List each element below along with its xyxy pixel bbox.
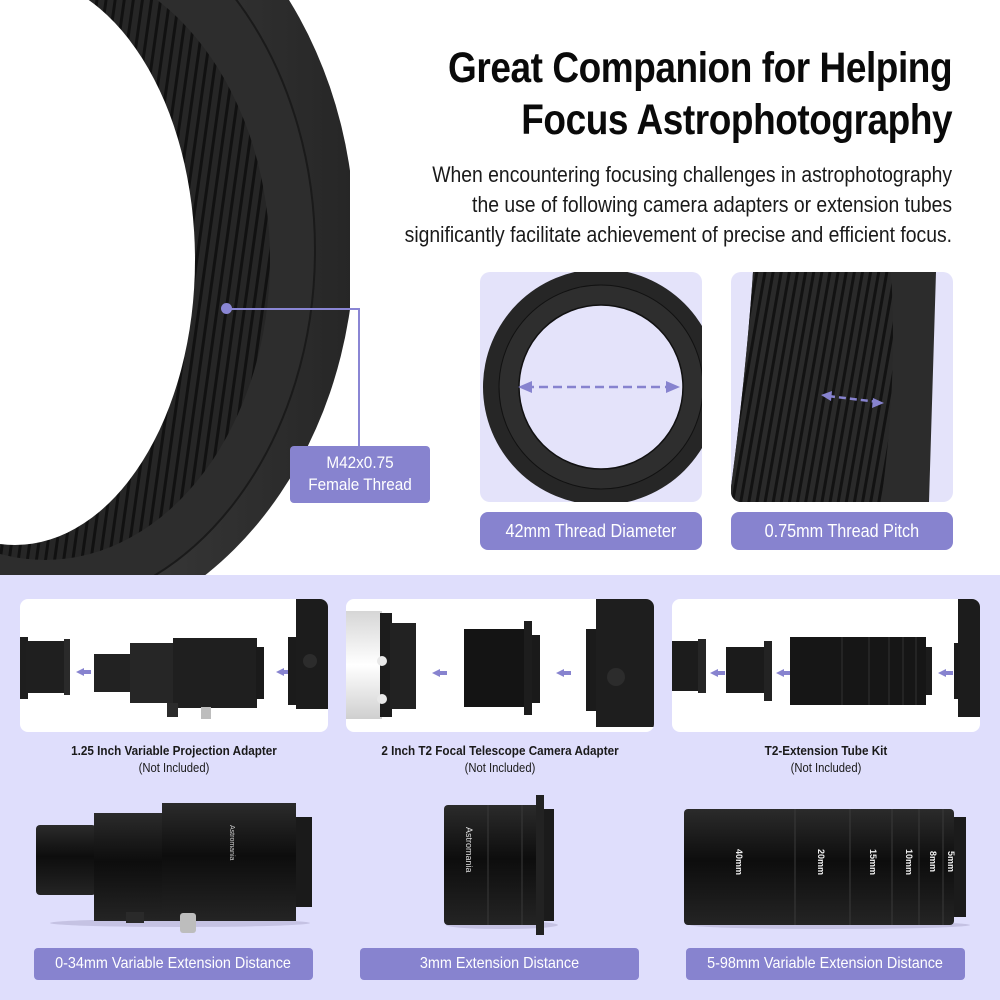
t2-adapter-spec: 3mm Extension Distance: [360, 948, 639, 980]
accessory-caption-2: 2 Inch T2 Focal Telescope Camera Adapter…: [381, 743, 619, 775]
intro-line-1: When encountering focusing challenges in…: [432, 162, 952, 187]
accessory-caption-3: T2-Extension Tube Kit (Not Included): [764, 743, 888, 775]
t2-adapter-product-image: Astromania: [444, 795, 558, 935]
svg-text:Astromania: Astromania: [228, 825, 235, 861]
thread-callout-label: M42x0.75 Female Thread: [290, 446, 430, 503]
thread-diameter-thumbnail: [480, 272, 702, 502]
t2-adapter-diagram: [346, 599, 654, 727]
extension-tube-spec: 5-98mm Variable Extension Distance: [686, 948, 965, 980]
thread-pitch-label: 0.75mm Thread Pitch: [731, 512, 953, 550]
accessories-section: 1.25 Inch Variable Projection Adapter (N…: [0, 575, 1000, 1000]
tube-segment-20mm: 20mm: [816, 849, 826, 875]
tube-segment-10mm: 10mm: [904, 849, 914, 875]
tube-segment-40mm: 40mm: [734, 849, 744, 875]
accessory-caption-1: 1.25 Inch Variable Projection Adapter (N…: [71, 743, 277, 775]
hero-section: Great Companion for Helping Focus Astrop…: [0, 0, 953, 575]
t-ring-product-image: [0, 0, 350, 575]
extension-tube-diagram: [672, 599, 980, 717]
projection-adapter-diagram: [20, 599, 328, 719]
intro-line-2: the use of following camera adapters or …: [472, 192, 952, 217]
tube-segment-8mm: 8mm: [928, 851, 938, 872]
svg-text:Astromania: Astromania: [464, 827, 474, 873]
thread-pitch-thumbnail: [731, 272, 953, 502]
page-headline: Great Companion for Helping Focus Astrop…: [447, 42, 953, 146]
headline-line-2: Focus Astrophotography: [521, 96, 952, 144]
ring-front-view-icon: [483, 272, 702, 502]
tube-segment-15mm: 15mm: [868, 849, 878, 875]
intro-line-3: significantly facilitate achievement of …: [404, 222, 952, 247]
callout-dot-icon: [221, 303, 232, 314]
callout-connector: [228, 308, 360, 310]
t2-adapter-setup-image: [346, 599, 654, 732]
thread-closeup-icon: [731, 272, 936, 502]
projection-adapter-product-image: Astromania: [36, 803, 312, 933]
thread-diameter-label: 42mm Thread Diameter: [480, 512, 702, 550]
intro-paragraph: When encountering focusing challenges in…: [405, 160, 952, 250]
headline-line-1: Great Companion for Helping: [447, 44, 953, 92]
tube-segment-5mm: 5mm: [946, 851, 956, 872]
extension-tube-kit-product-image: 40mm 20mm 15mm 10mm 8mm 5mm: [684, 809, 970, 929]
projection-adapter-spec: 0-34mm Variable Extension Distance: [34, 948, 313, 980]
callout-connector-vertical: [358, 308, 360, 447]
extension-tube-setup-image: [672, 599, 980, 732]
projection-adapter-setup-image: [20, 599, 328, 732]
